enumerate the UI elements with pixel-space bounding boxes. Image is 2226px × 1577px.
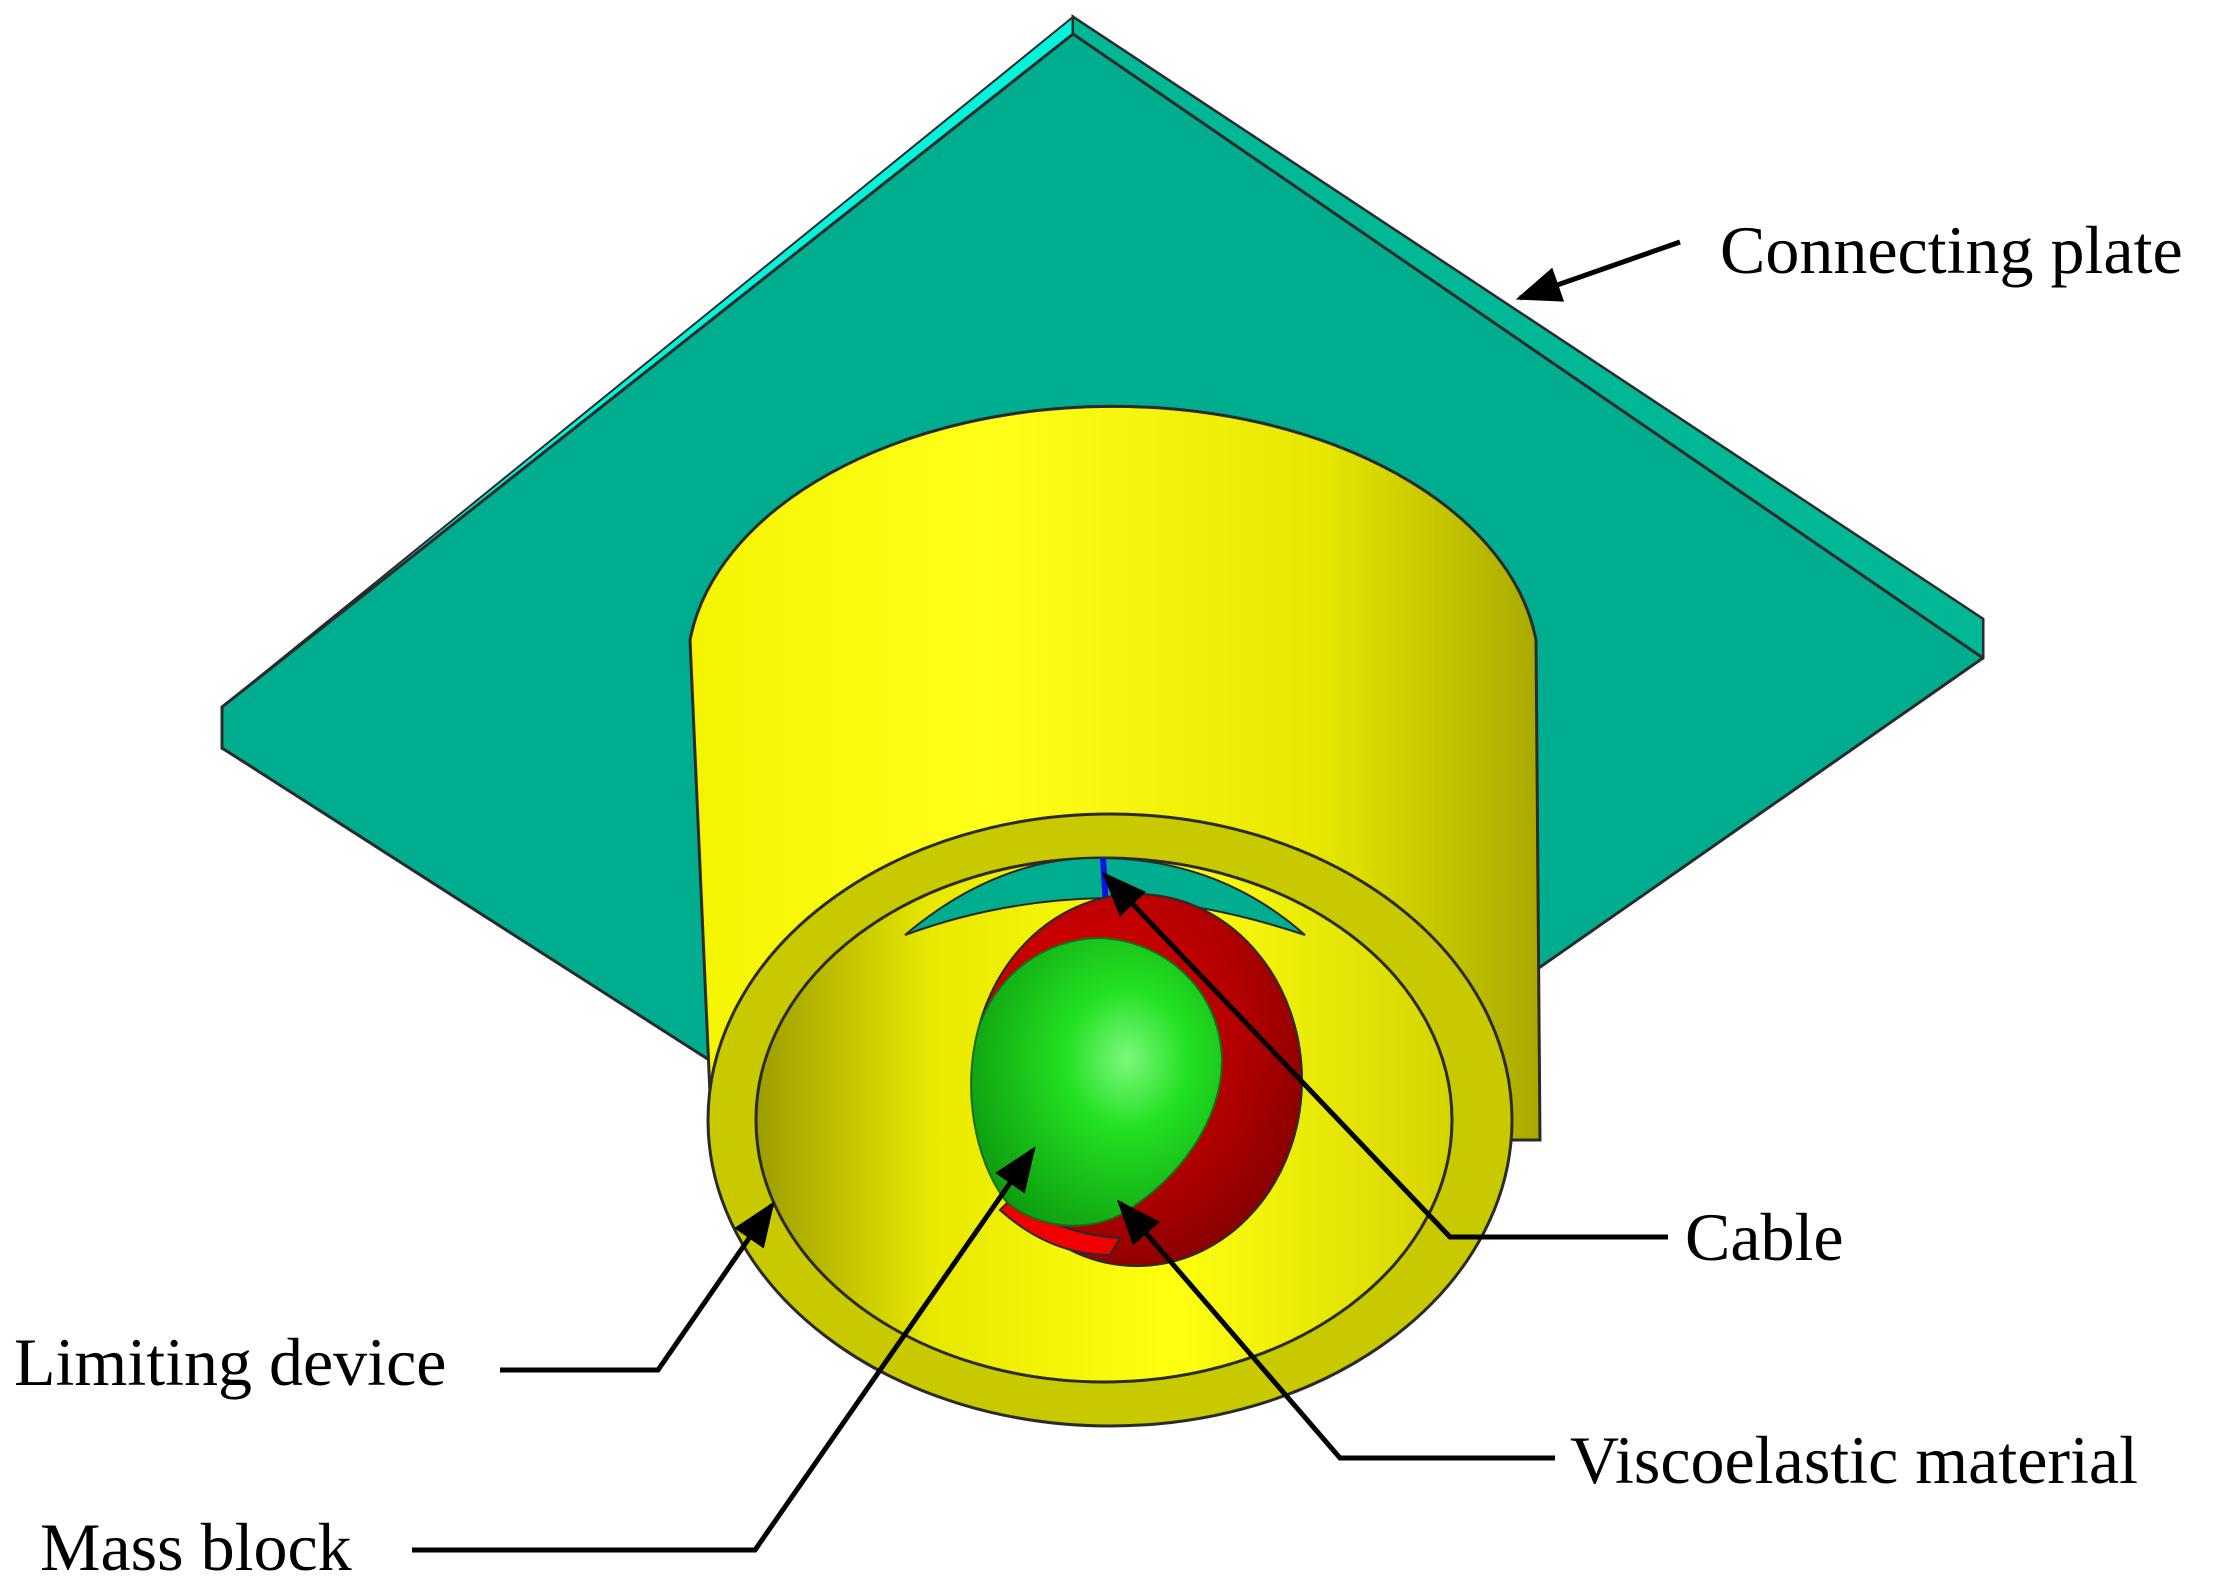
leader-mass-block: [412, 1146, 1036, 1553]
labels: Connecting plate Cable Limiting device V…: [14, 212, 2183, 1577]
leader-cable: [1101, 871, 1668, 1240]
leader-viscoelastic-material: [1117, 1199, 1555, 1461]
label-cable: Cable: [1685, 1199, 1844, 1275]
label-limiting-device: Limiting device: [14, 1324, 446, 1400]
label-viscoelastic-material: Viscoelastic material: [1570, 1422, 2138, 1498]
leader-limiting-device: [500, 1201, 775, 1373]
leader-lines: [412, 239, 1681, 1553]
leader-connecting-plate: [1515, 239, 1681, 302]
label-mass-block: Mass block: [40, 1509, 352, 1577]
label-connecting-plate: Connecting plate: [1720, 212, 2183, 288]
